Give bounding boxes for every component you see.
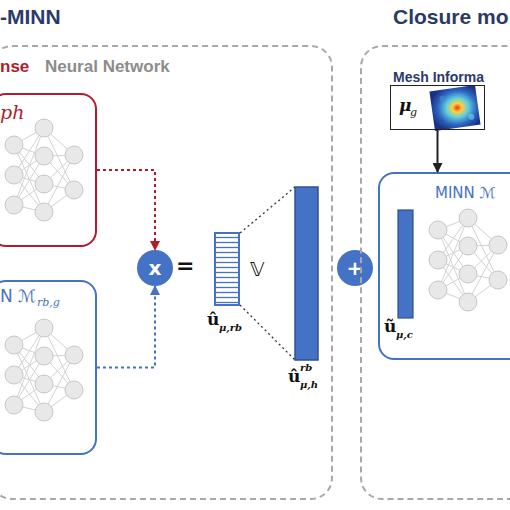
input-box: μg [390, 85, 485, 130]
vector-subscript: μ,h [300, 379, 318, 390]
connector-arrow [437, 130, 439, 172]
connector-arrow [97, 170, 155, 250]
panel-heading: nse [0, 57, 29, 77]
network-label: ph [0, 101, 24, 123]
panel-subheading: Mesh Informa [393, 69, 484, 85]
panel-heading: Neural Network [45, 57, 170, 77]
network-wires [14, 328, 74, 412]
network-box: N ℳrb,g [0, 280, 97, 455]
vector-symbol: ũ [384, 316, 396, 336]
solution-vector [295, 187, 318, 360]
projection-line [240, 187, 295, 233]
vector-symbol: û [288, 366, 300, 386]
panel-title: Closure mo [393, 5, 509, 29]
operator-symbol: x [137, 250, 173, 286]
neurons [5, 319, 83, 421]
module-panel: μgMINN ℳClosure moMesh Informa [360, 45, 510, 500]
module-panel: phN ℳrb,gx-MINNnseNeural Network [0, 45, 333, 500]
hatched-vector [215, 233, 239, 305]
neurons [5, 119, 83, 221]
vector-subscript: μ,rb [219, 322, 242, 333]
projection-line [240, 305, 295, 360]
network-subscript: rb,g [37, 296, 60, 309]
operator-circle: + [337, 250, 373, 286]
vector-subscript: μ,c [396, 329, 413, 340]
connector-arrow [97, 286, 155, 368]
network-label: MINN ℳ [435, 184, 496, 202]
basis-symbol: 𝕍 [250, 257, 264, 281]
vector-superscript: rb [300, 362, 312, 373]
panel-title: -MINN [0, 5, 61, 29]
parameter-symbol: μ [399, 95, 411, 115]
network-wires [14, 128, 74, 212]
heatmap-image [429, 85, 480, 131]
neurons [429, 209, 507, 311]
vector-symbol: û [207, 309, 219, 329]
operator-circle: x [137, 250, 173, 286]
equals-sign: = [176, 253, 194, 278]
operator-symbol: + [337, 250, 373, 286]
closure-vector [398, 210, 413, 318]
network-box: ph [0, 93, 97, 247]
network-label: N ℳ [0, 286, 36, 306]
parameter-subscript: g [410, 106, 417, 119]
